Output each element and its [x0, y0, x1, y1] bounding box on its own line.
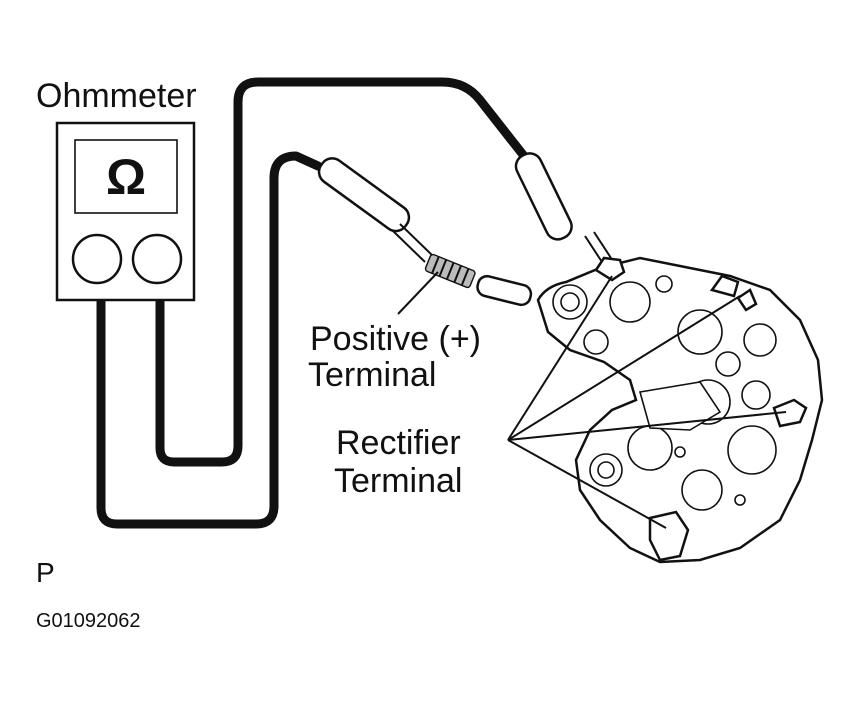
code-letter: P: [36, 557, 55, 588]
label-rectifier-line1: Rectifier: [336, 424, 461, 462]
rectifier-assembly: [536, 256, 824, 564]
label-positive-line2: Terminal: [308, 356, 436, 394]
ohmmeter-jack-left: [71, 233, 123, 285]
probe-rectifier: [514, 152, 612, 263]
leader-rectifier-2: [507, 295, 741, 441]
probe-positive: [317, 157, 533, 307]
lead-wire-to-positive: [96, 151, 323, 529]
ohmmeter-jack-right: [131, 233, 183, 285]
ohm-symbol: Ω: [106, 149, 146, 205]
leader-rectifier-1: [507, 275, 613, 441]
lead-wire-to-rectifier: [155, 77, 540, 467]
ohmmeter: Ω: [55, 121, 196, 302]
leader-positive: [397, 271, 439, 315]
label-ohmmeter: Ohmmeter: [36, 77, 197, 115]
test-leads: [96, 77, 540, 529]
leader-lines: [397, 271, 787, 529]
figure-id: G01092062: [36, 610, 141, 632]
label-rectifier-line2: Terminal: [334, 462, 462, 500]
leader-rectifier-4: [507, 439, 667, 529]
leader-rectifier-3: [507, 411, 787, 441]
ohmmeter-display: [74, 139, 178, 214]
label-positive-line1: Positive (+): [310, 320, 481, 358]
probe-spring: [424, 253, 476, 289]
